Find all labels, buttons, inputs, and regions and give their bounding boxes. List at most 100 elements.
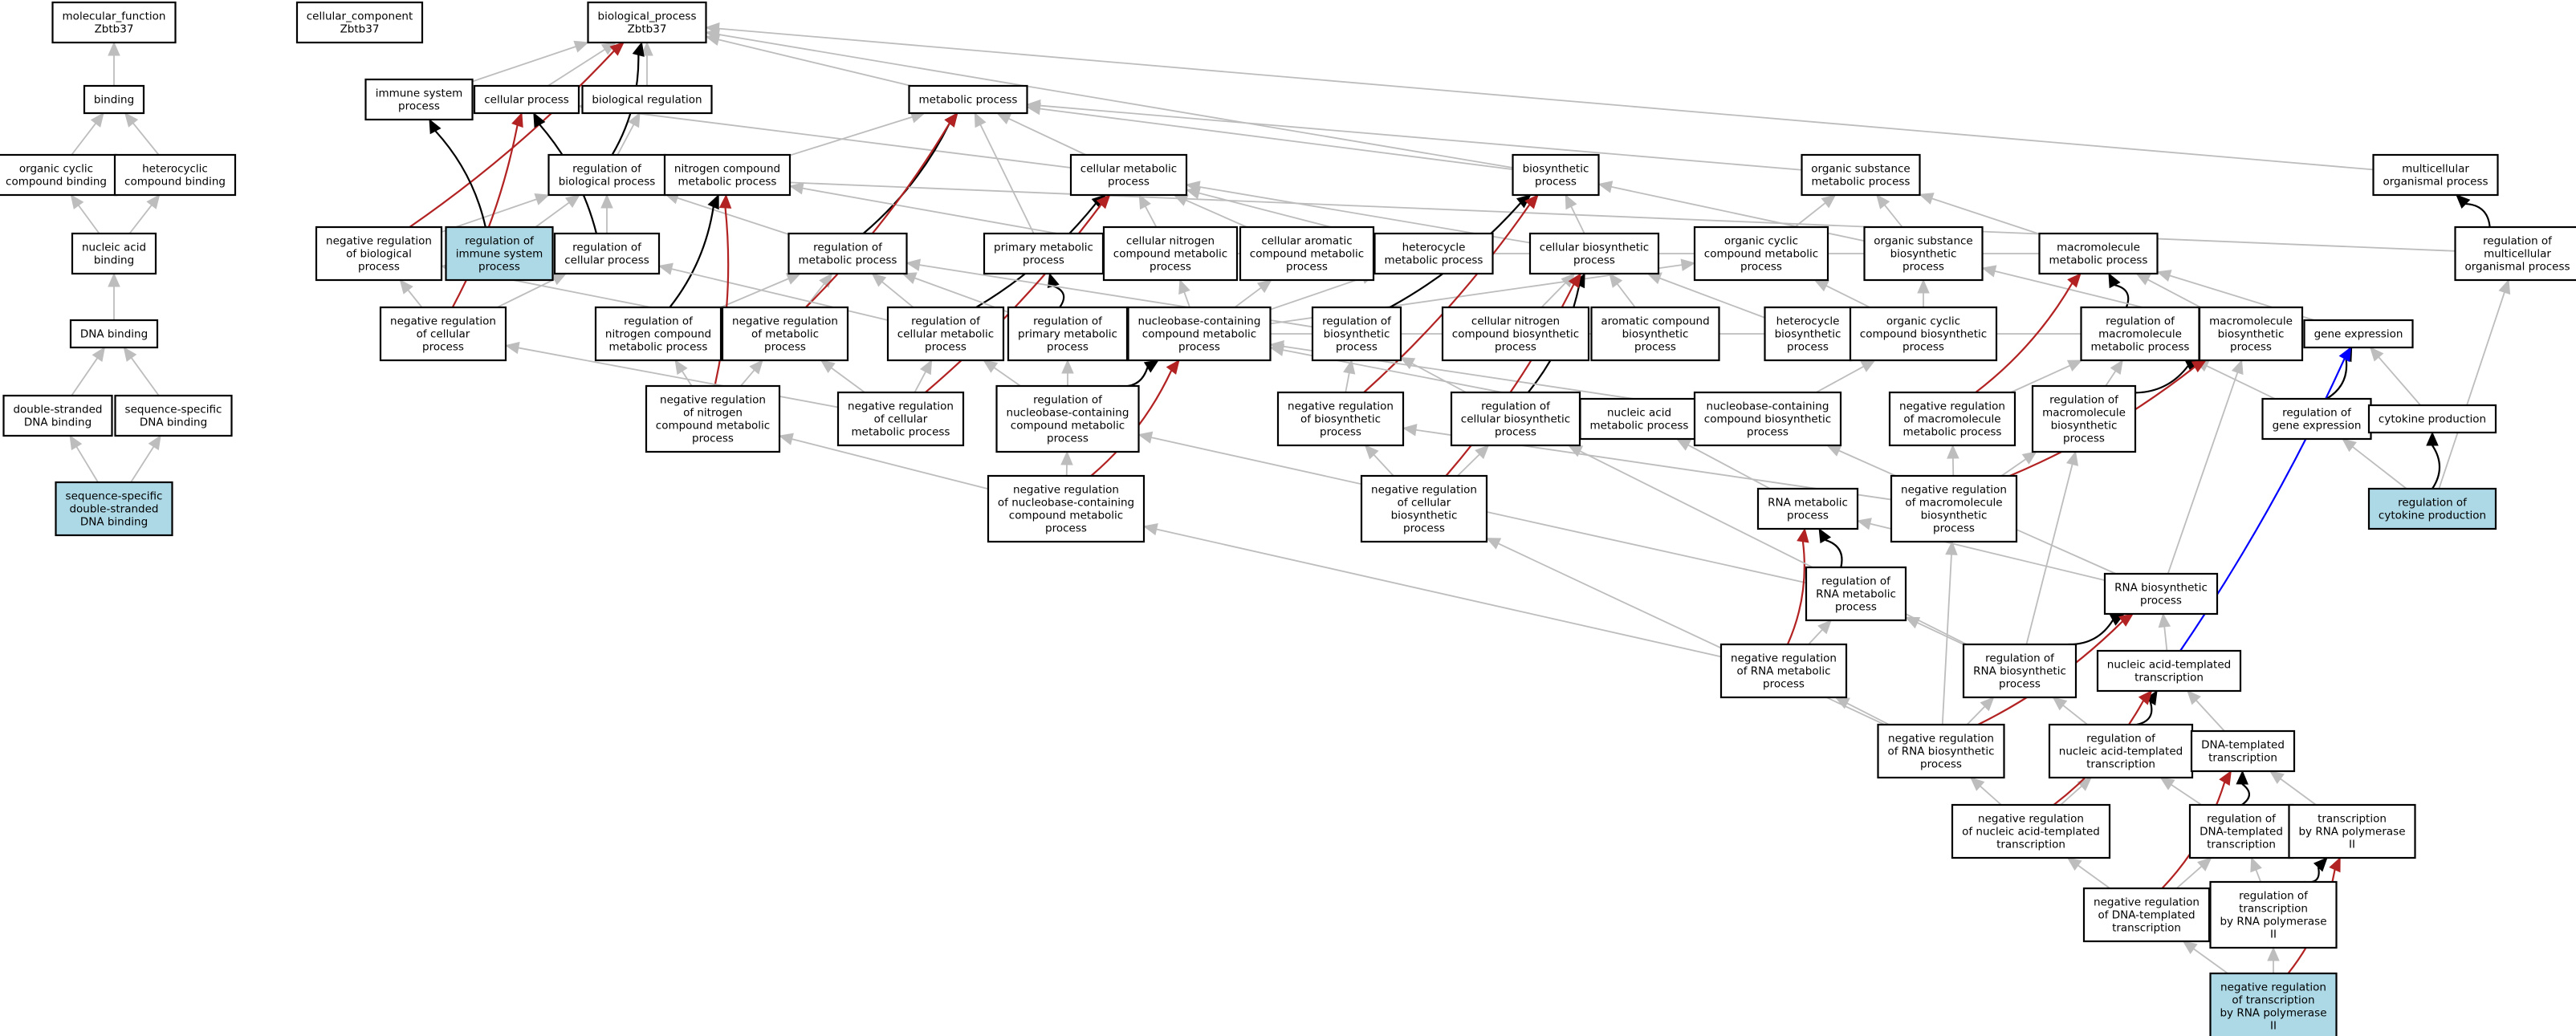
node-box bbox=[2031, 384, 2137, 453]
node-box bbox=[2188, 803, 2294, 859]
edge-is-a bbox=[677, 197, 789, 235]
go-term-node[interactable]: cellular process bbox=[473, 84, 580, 115]
node-label-line: negative regulation bbox=[848, 400, 954, 412]
go-term-node[interactable]: DNA binding bbox=[69, 319, 159, 349]
node-label-line: binding bbox=[94, 93, 134, 106]
edge-arrowhead bbox=[2065, 450, 2079, 466]
edge-arrowhead bbox=[2066, 857, 2082, 871]
node-box bbox=[71, 232, 157, 275]
node-label-line: of RNA metabolic bbox=[1736, 664, 1830, 677]
edge-is-a bbox=[2060, 785, 2082, 806]
go-term-node[interactable]: binding bbox=[83, 84, 145, 115]
edge-arrowhead bbox=[429, 118, 442, 135]
go-term-node[interactable]: gene expression bbox=[2303, 319, 2414, 349]
edge-regulates bbox=[2326, 359, 2348, 400]
node-box bbox=[1441, 306, 1590, 362]
node-label-line: process bbox=[1747, 425, 1789, 438]
go-term-node[interactable]: regulation ofmacromoleculebiosyntheticpr… bbox=[2031, 384, 2137, 453]
go-term-node[interactable]: metabolic process bbox=[908, 84, 1028, 115]
edge-arrowhead bbox=[2338, 346, 2352, 363]
edge-arrowhead bbox=[1675, 438, 1692, 451]
edge-arrowhead bbox=[2066, 360, 2083, 372]
edge-arrowhead bbox=[1876, 194, 1890, 209]
go-term-node[interactable]: cytokine production bbox=[2367, 404, 2497, 434]
go-term-node[interactable]: biological regulation bbox=[581, 84, 713, 115]
edge-arrowhead bbox=[1185, 181, 1201, 193]
edge-arrowhead bbox=[1821, 194, 1837, 209]
node-label-line: process bbox=[1047, 340, 1089, 353]
node-label-line: regulation of bbox=[2207, 812, 2277, 825]
go-term-node[interactable]: regulation ofnucleobase-containingcompou… bbox=[995, 384, 1140, 453]
